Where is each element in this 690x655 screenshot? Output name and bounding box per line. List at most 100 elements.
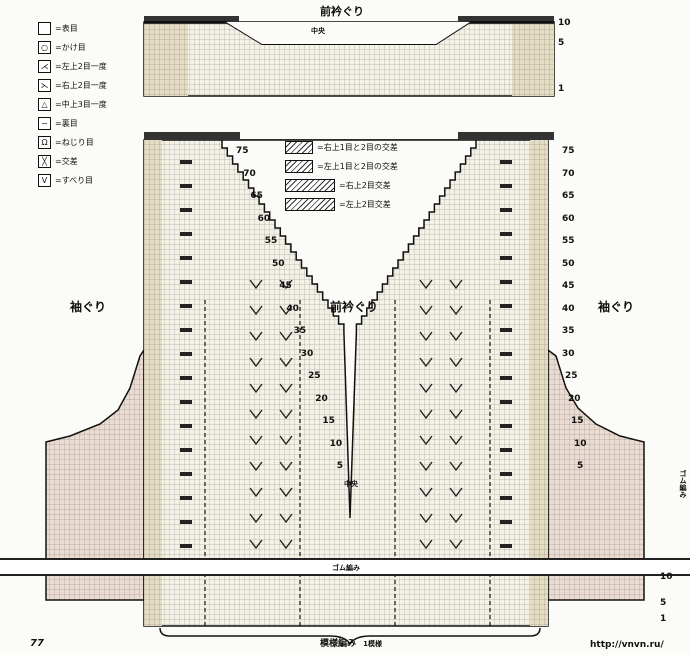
main-bar-right [458, 132, 554, 140]
pattern-repeat-caption: 1模様 [363, 640, 383, 648]
ribbing-label: ゴム編み [332, 564, 360, 572]
center-top-label: 中央 [311, 27, 325, 35]
bottom-row-number: 5 [660, 598, 667, 608]
cable-mark [180, 232, 192, 236]
row-number-right: 20 [568, 393, 581, 404]
cable-mark [180, 424, 192, 428]
cable-mark [500, 472, 512, 476]
legend-item: ○ =かけ目 [38, 39, 86, 55]
lace-mark [449, 279, 463, 290]
cable-mark [180, 400, 192, 404]
legend-text: =表目 [55, 23, 78, 33]
legend-item: =表目 [38, 20, 78, 36]
row-number-left: 75 [236, 146, 249, 156]
cable-mark [500, 160, 512, 164]
left-edge-stitches [144, 140, 162, 626]
bottom-row-number: 10 [660, 572, 673, 582]
source-url[interactable]: http://vnvn.ru/ [590, 640, 664, 650]
lace-mark [249, 461, 263, 472]
arrow-left-icon: ⋌ [38, 59, 51, 73]
row-number-left: 35 [293, 326, 307, 336]
lace-mark [279, 409, 293, 420]
lace-mark [279, 435, 293, 446]
lace-mark [419, 539, 433, 550]
row-number-right: 40 [562, 303, 575, 314]
v-icon: V [38, 173, 51, 187]
triangle-icon: △ [38, 97, 51, 111]
legend-text: =中上3目一度 [55, 99, 107, 109]
lace-mark [249, 409, 263, 420]
cable-mark [180, 280, 192, 284]
top-chart-title: 前衿ぐり [320, 5, 364, 18]
row-number-left: 20 [315, 393, 328, 404]
row-number-right: 35 [562, 326, 575, 336]
cable-legend-item: =右上2目交差 [285, 177, 391, 193]
top-bar-right [458, 16, 554, 24]
legend-item: ╳=交差 [38, 153, 78, 169]
lace-mark [249, 331, 263, 342]
row-number-left: 70 [243, 168, 256, 179]
legend-item: −=裏目 [38, 115, 78, 131]
lace-mark [419, 487, 433, 498]
lace-mark [449, 461, 463, 472]
cable-mark [180, 184, 192, 188]
circle-icon: ○ [38, 40, 51, 54]
lace-mark [419, 383, 433, 394]
bars-icon: Ω [38, 135, 51, 149]
row-number-right: 70 [562, 168, 575, 179]
v-neck-opening [221, 139, 477, 519]
legend-item: Ω =ねじり目 [38, 134, 94, 150]
row-number-left: 15 [322, 416, 335, 426]
row-number-right: 5 [577, 461, 584, 471]
top-chart-right-edge [512, 22, 554, 96]
cable-mark [180, 496, 192, 500]
legend-item: △ =中上3目一度 [38, 96, 107, 112]
lace-mark [279, 357, 293, 368]
lace-mark [419, 279, 433, 290]
cable-mark [500, 304, 512, 308]
row-number-right: 10 [574, 438, 587, 449]
cable-mark [500, 328, 512, 332]
right-armhole-label: 袖ぐり [598, 300, 635, 314]
lace-mark [279, 513, 293, 524]
row-number-right: 30 [562, 348, 575, 359]
lace-mark [449, 383, 463, 394]
lace-mark [419, 435, 433, 446]
cable-mark [500, 400, 512, 404]
row-number-left: 40 [286, 303, 299, 314]
center-bottom-label: 中央 [344, 480, 358, 488]
cable-cross-icon [285, 178, 335, 192]
cable-mark [500, 256, 512, 260]
legend-text: =かけ目 [55, 42, 86, 52]
legend-text: =ねじり目 [55, 137, 94, 147]
row-number-right: 15 [571, 416, 584, 426]
legend-text: =裏目 [55, 118, 78, 128]
lace-mark [419, 305, 433, 316]
cable-mark [500, 448, 512, 452]
left-armhole-label: 袖ぐり [70, 300, 107, 314]
top-row-number: 1 [558, 84, 565, 94]
cable-mark [180, 304, 192, 308]
cable-mark [180, 448, 192, 452]
cable-mark [180, 376, 192, 380]
row-number-left: 55 [264, 236, 278, 246]
lace-mark [449, 305, 463, 316]
legend-text: =交差 [55, 156, 78, 166]
row-number-left: 45 [279, 281, 292, 291]
cable-mark [500, 352, 512, 356]
lace-mark [279, 383, 293, 394]
lace-mark [279, 279, 293, 290]
lace-mark [249, 279, 263, 290]
legend-text: =右上2目一度 [55, 80, 107, 90]
lace-mark [249, 487, 263, 498]
cable-mark [500, 424, 512, 428]
cable-mark [180, 256, 192, 260]
cable-legend-text: =右上1目と2目の交差 [317, 142, 398, 152]
row-number-right: 50 [562, 258, 575, 269]
lace-mark [449, 487, 463, 498]
legend-item: V=すべり目 [38, 172, 93, 188]
lace-mark [449, 331, 463, 342]
cable-cross-icon [285, 197, 335, 211]
lace-mark [419, 357, 433, 368]
